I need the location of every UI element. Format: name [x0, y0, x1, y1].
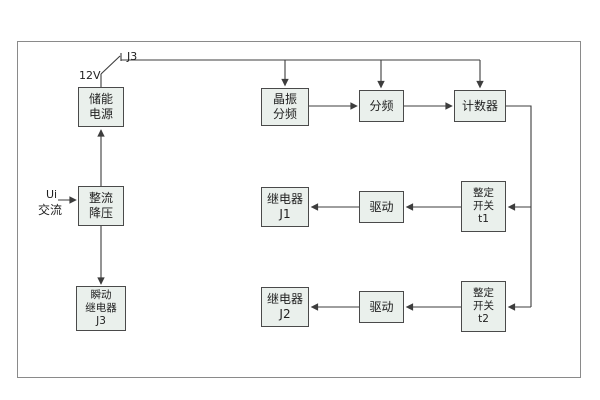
node-line: 储能 — [88, 92, 113, 106]
label-switch-j3: J3 — [127, 50, 138, 63]
node-line: 继电器 — [266, 292, 303, 306]
label-12v: 12V — [79, 69, 101, 82]
node-rectifier-stepdown: 整流 降压 — [78, 186, 124, 226]
node-driver-1: 驱动 — [359, 191, 404, 223]
wire-counter-rail — [506, 105, 532, 307]
node-line: 开关 — [473, 200, 494, 212]
node-line: 驱动 — [369, 299, 394, 314]
node-line: 整定 — [473, 287, 494, 299]
node-line: 电源 — [88, 107, 113, 121]
node-line: 开关 — [473, 300, 494, 312]
node-crystal-divider: 晶振 分频 — [261, 88, 309, 126]
label-ui: Ui — [46, 188, 58, 201]
node-setting-switch-t2: 整定 开关 t2 — [461, 281, 506, 332]
node-line: 分频 — [369, 98, 394, 113]
node-storage-power: 储能 电源 — [78, 87, 124, 127]
node-instant-relay-j3: 瞬动 继电器 J3 — [76, 286, 126, 331]
node-line: 计数器 — [461, 98, 498, 113]
switch-blade — [100, 55, 121, 75]
node-line: J3 — [96, 315, 106, 327]
node-line: t2 — [478, 313, 489, 325]
node-line: 分频 — [272, 107, 297, 121]
node-setting-switch-t1: 整定 开关 t1 — [461, 181, 506, 232]
node-line: 整定 — [473, 187, 494, 199]
node-line: J2 — [279, 307, 291, 321]
node-line: t1 — [478, 213, 489, 225]
node-frequency-divider: 分频 — [359, 90, 404, 122]
node-driver-2: 驱动 — [359, 291, 404, 323]
label-ac: 交流 — [38, 203, 63, 217]
node-line: 晶振 — [272, 92, 297, 106]
node-line: 继电器 — [266, 192, 303, 206]
node-relay-j2: 继电器 J2 — [261, 287, 309, 327]
node-line: 整流 — [88, 191, 113, 205]
node-line: 继电器 — [85, 302, 117, 314]
node-relay-j1: 继电器 J1 — [261, 187, 309, 227]
node-line: 瞬动 — [90, 289, 112, 301]
node-line: J1 — [279, 207, 291, 221]
node-line: 降压 — [88, 206, 113, 220]
node-line: 驱动 — [369, 199, 394, 214]
node-counter: 计数器 — [454, 90, 506, 122]
